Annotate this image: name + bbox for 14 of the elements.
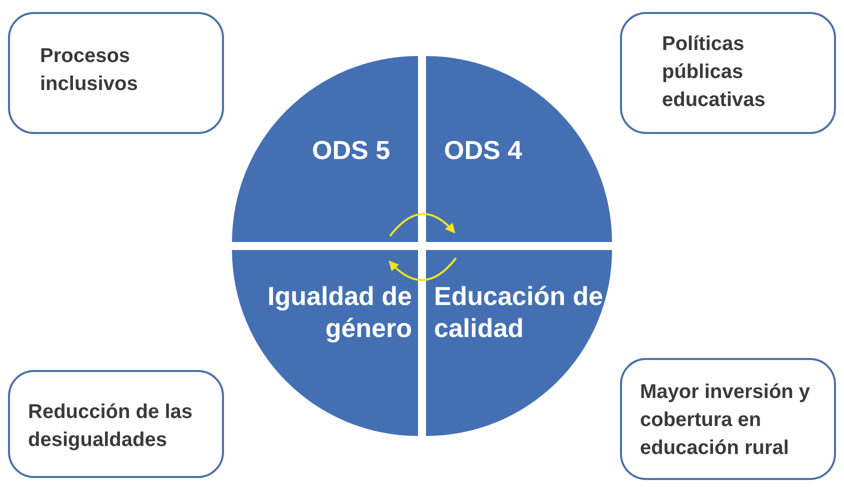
curved-arrow xyxy=(388,257,457,281)
text-box xyxy=(620,12,836,134)
text-box xyxy=(8,370,224,478)
box-text: Reducción de las desigualdades xyxy=(28,400,194,453)
text-box xyxy=(8,12,224,134)
text-box xyxy=(620,358,836,480)
box-text: Políticas públicas educativas xyxy=(662,32,766,113)
segment-label: Educación de calidad xyxy=(434,280,604,344)
box-text: Mayor inversión y cobertura en educación rural xyxy=(640,380,812,461)
segment-label: ODS 4 xyxy=(444,134,524,166)
curved-arrow xyxy=(389,213,456,237)
segment-label: ODS 5 xyxy=(312,134,392,166)
segment-label: Igualdad de género xyxy=(266,280,412,344)
box-text: Procesos inclusivos xyxy=(40,44,139,97)
